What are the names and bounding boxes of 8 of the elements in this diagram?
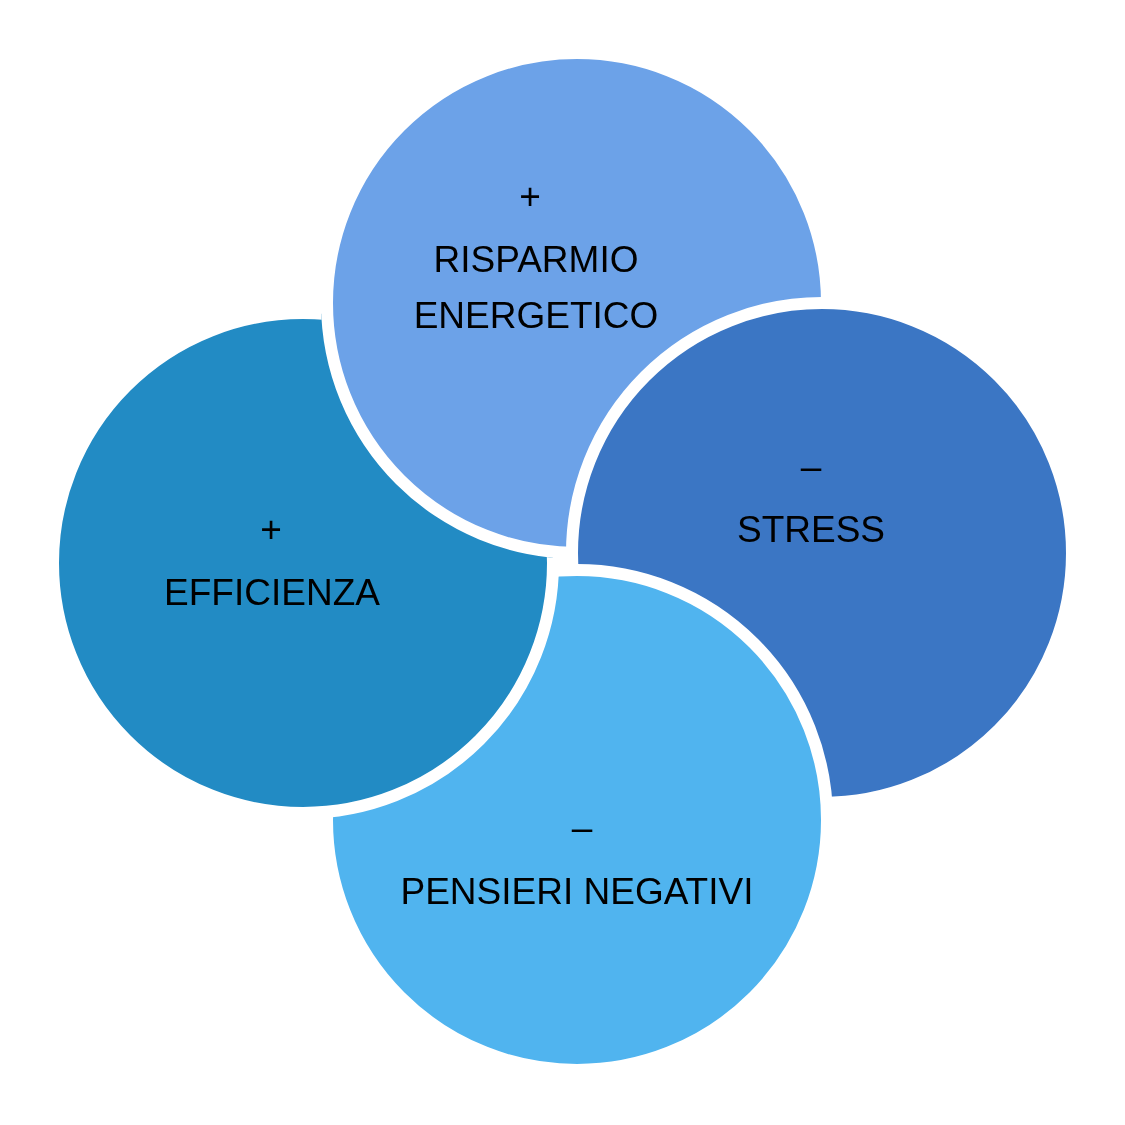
circle-label: EFFICIENZA	[163, 571, 381, 616]
sign-label: –	[799, 445, 823, 490]
sign-label: +	[259, 508, 283, 553]
sign-label: +	[518, 175, 542, 220]
sign-label: –	[570, 806, 594, 851]
circle-label: RISPARMIO ENERGETICO	[412, 237, 660, 337]
circle-label: STRESS	[735, 508, 886, 553]
circle-label: PENSIERI NEGATIVI	[399, 870, 755, 915]
